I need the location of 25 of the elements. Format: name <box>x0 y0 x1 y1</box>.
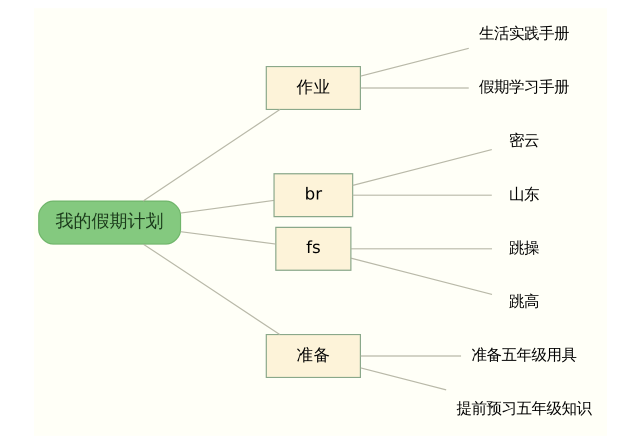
connector <box>352 194 492 196</box>
connector <box>360 48 468 77</box>
node-text: 密云 <box>508 132 539 150</box>
connector <box>360 355 461 357</box>
node-box: fs <box>274 226 351 271</box>
connector <box>142 109 280 202</box>
node-text: 跳高 <box>508 292 539 310</box>
node-text: 生活实践手册 <box>478 24 569 42</box>
node-box: br <box>272 173 353 218</box>
node-text: 山东 <box>508 185 539 204</box>
connector <box>180 231 276 245</box>
node-box: 我的假期计划 <box>38 200 181 245</box>
node-box: 作业 <box>265 66 360 110</box>
connector <box>350 248 492 250</box>
connector <box>352 149 492 186</box>
node-text: 准备五年级用具 <box>471 346 576 364</box>
node-text: 提前预习五年级知识 <box>456 400 592 418</box>
node-text: 假期学习手册 <box>478 78 569 96</box>
connector <box>360 87 468 89</box>
connector <box>142 244 280 336</box>
node-box: 准备 <box>265 334 360 378</box>
connector <box>360 367 446 390</box>
connector <box>350 258 492 296</box>
connector <box>180 200 274 214</box>
node-text: 跳操 <box>508 238 539 257</box>
